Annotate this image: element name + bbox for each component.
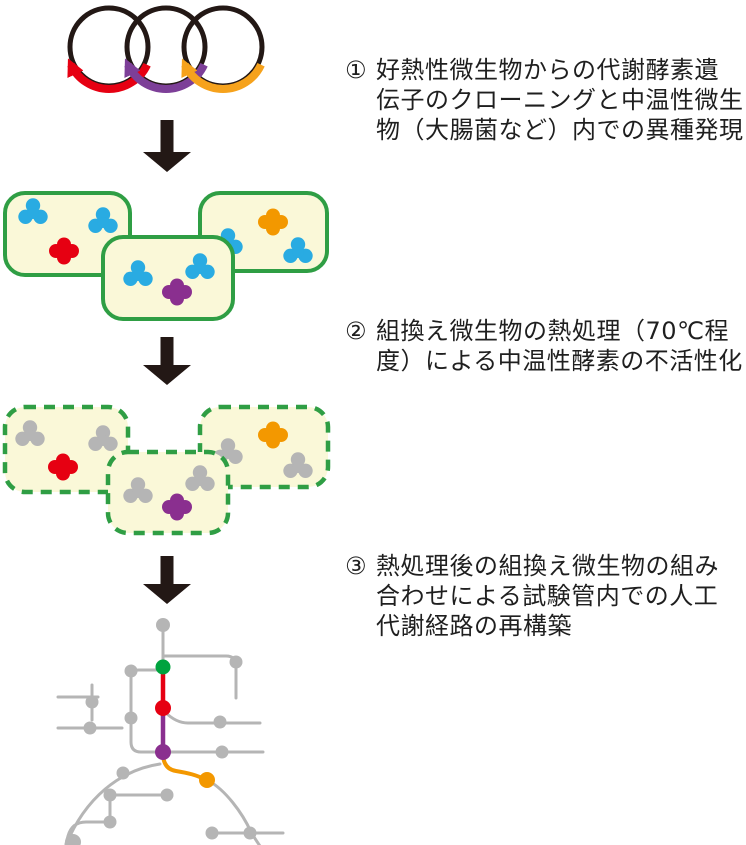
- step-2-line-1: 組換え微生物の熱処理（70℃程: [376, 317, 729, 345]
- microbe-cell: [101, 235, 235, 321]
- network-edge: [161, 654, 238, 700]
- network-edge: [129, 668, 265, 754]
- network-node: [65, 834, 81, 845]
- step-3-line-2: 合わせによる試験管内での人工: [376, 582, 719, 610]
- step-3-line-3: 代謝経路の再構築: [376, 612, 572, 640]
- microbe-cell: [3, 191, 132, 277]
- plasmid-gene-arc: [181, 58, 265, 93]
- step-1-line-3: 物（大腸菌など）内での異種発現: [376, 116, 744, 144]
- step-1: ① 好熱性微生物からの代謝酵素遺 伝子のクローニングと中温性微生 物（大腸菌など…: [345, 55, 745, 145]
- down-arrow: [143, 120, 191, 172]
- network-node: [124, 711, 138, 725]
- network-node: [243, 826, 257, 840]
- network-node: [116, 766, 130, 780]
- enzyme-trefoil: [18, 198, 48, 224]
- step-1-line-1: 好熱性微生物からの代謝酵素遺: [376, 56, 719, 84]
- network-edge: [161, 751, 208, 782]
- network-node: [83, 721, 97, 735]
- enzyme-blob: [258, 421, 288, 449]
- network-edge: [64, 762, 162, 845]
- network-node: [155, 700, 171, 716]
- network-node: [103, 788, 117, 802]
- step-3-lines: 熱処理後の組換え微生物の組み 合わせによる試験管内での人工 代謝経路の再構築: [376, 551, 745, 641]
- network-node: [215, 745, 229, 759]
- network-node: [229, 655, 243, 669]
- step-3: ③ 熱処理後の組換え微生物の組み 合わせによる試験管内での人工 代謝経路の再構築: [345, 551, 745, 641]
- step-3-marker: ③: [345, 552, 368, 580]
- enzyme-blob: [258, 208, 288, 236]
- down-arrow: [143, 337, 191, 385]
- enzyme-trefoil: [88, 207, 118, 233]
- network-node: [156, 618, 170, 632]
- network-node: [155, 744, 171, 760]
- enzyme-trefoil: [185, 253, 215, 279]
- network-node: [103, 815, 117, 829]
- network-node: [205, 826, 219, 840]
- enzyme-trefoil: [123, 260, 153, 286]
- enzyme-blob: [48, 453, 78, 481]
- step-1-marker: ①: [345, 56, 368, 84]
- enzyme-trefoil: [15, 420, 45, 446]
- network-node: [160, 788, 174, 802]
- metabolic-network: [56, 618, 285, 845]
- step-2-marker: ②: [345, 317, 368, 345]
- network-node: [213, 715, 227, 729]
- cell-membrane: [101, 235, 235, 321]
- step-2-line-2: 度）による中温性酵素の不活性化: [376, 347, 743, 375]
- network-edge: [163, 710, 262, 725]
- enzyme-trefoil: [283, 452, 313, 478]
- step-1-lines: 好熱性微生物からの代謝酵素遺 伝子のクローニングと中温性微生 物（大腸菌など）内…: [376, 55, 745, 145]
- heat-treated-cell: [197, 404, 331, 490]
- step-1-line-2: 伝子のクローニングと中温性微生: [376, 86, 744, 114]
- heat-treated-cell: [2, 404, 131, 495]
- network-node: [155, 659, 171, 675]
- enzyme-trefoil: [283, 237, 313, 263]
- down-arrow: [143, 556, 191, 604]
- network-node: [85, 695, 99, 709]
- step-3-line-1: 熱処理後の組換え微生物の組み: [376, 552, 719, 580]
- enzyme-blob: [162, 493, 192, 521]
- enzyme-blob: [162, 278, 192, 306]
- heat-treated-cell: [105, 449, 231, 536]
- step-2: ② 組換え微生物の熱処理（70℃程 度）による中温性酵素の不活性化: [345, 316, 745, 376]
- enzyme-trefoil: [185, 465, 215, 491]
- step-2-lines: 組換え微生物の熱処理（70℃程 度）による中温性酵素の不活性化: [376, 316, 745, 376]
- enzyme-trefoil: [88, 425, 118, 451]
- enzyme-blob: [49, 237, 79, 265]
- network-node: [124, 664, 138, 678]
- network-node: [199, 772, 215, 788]
- enzyme-trefoil: [123, 477, 153, 503]
